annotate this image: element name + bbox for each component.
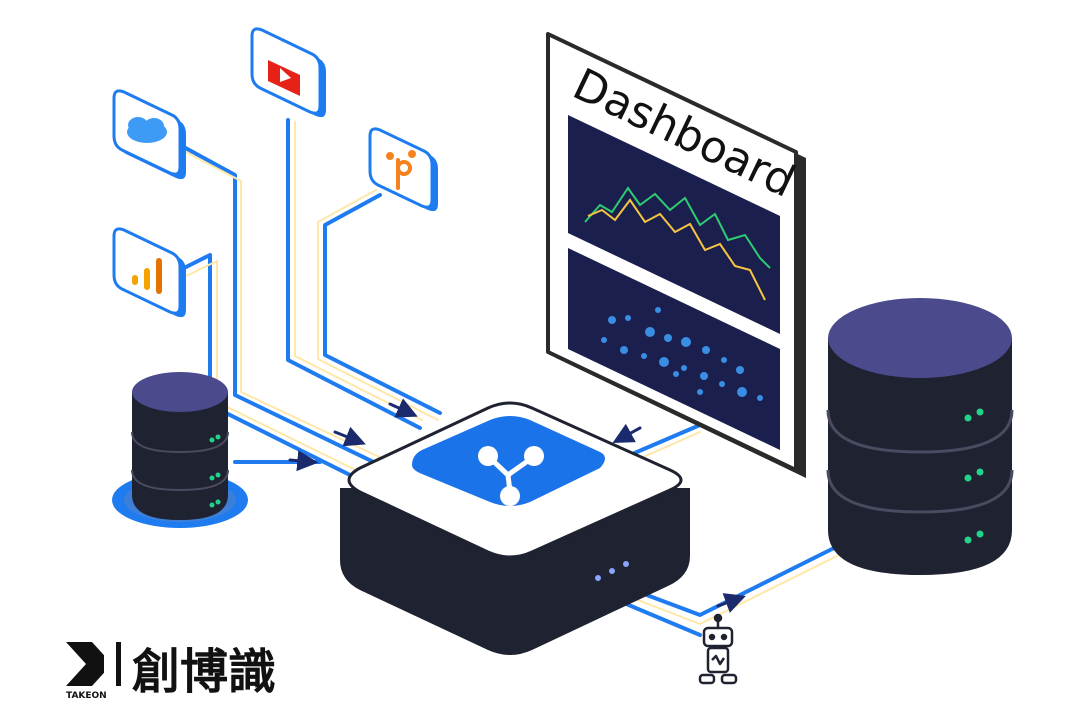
share-network-icon	[478, 446, 544, 506]
source-database	[112, 372, 248, 528]
youtube-icon	[268, 60, 300, 96]
salesforce-tile	[112, 89, 186, 180]
company-name: 創博識	[132, 644, 276, 700]
dashboard-dot-matrix	[601, 307, 763, 401]
arrow-into-hub-2	[333, 426, 366, 447]
dashboard-dot-panel	[568, 248, 780, 450]
line-hubspot-to-hub	[323, 193, 442, 415]
youtube-tile	[250, 27, 326, 118]
brand-logo-text: TAKEON	[66, 691, 107, 701]
google-analytics-tile	[112, 227, 186, 318]
line-salesforce-to-hub	[178, 143, 392, 472]
hub-status-leds	[595, 561, 629, 581]
dashboard-board: Dashboard	[546, 32, 806, 478]
brand-logo: TAKEON 創博識	[66, 642, 276, 701]
hubspot-tile	[368, 127, 438, 212]
dashboard-line-chart	[584, 186, 771, 301]
salesforce-cloud-icon	[127, 117, 167, 143]
server-stack-icon	[964, 408, 984, 544]
line-dashboard-to-hub	[628, 423, 702, 457]
line-analytics-to-hub	[178, 253, 372, 487]
arrow-into-hub-3	[288, 450, 319, 472]
hubspot-icon	[386, 150, 416, 190]
database-icon	[209, 434, 221, 508]
google-analytics-icon	[132, 258, 162, 294]
arrow-into-hub-4	[612, 423, 642, 444]
line-youtube-to-hub	[286, 118, 422, 430]
central-hub	[340, 401, 690, 655]
arrow-into-hub-1	[388, 398, 418, 418]
dashboard-line-chart-panel	[568, 115, 780, 334]
server-stack	[826, 298, 1014, 575]
brand-logo-mark	[66, 642, 112, 686]
arrow-to-server	[716, 593, 746, 613]
robot-icon	[698, 613, 738, 685]
